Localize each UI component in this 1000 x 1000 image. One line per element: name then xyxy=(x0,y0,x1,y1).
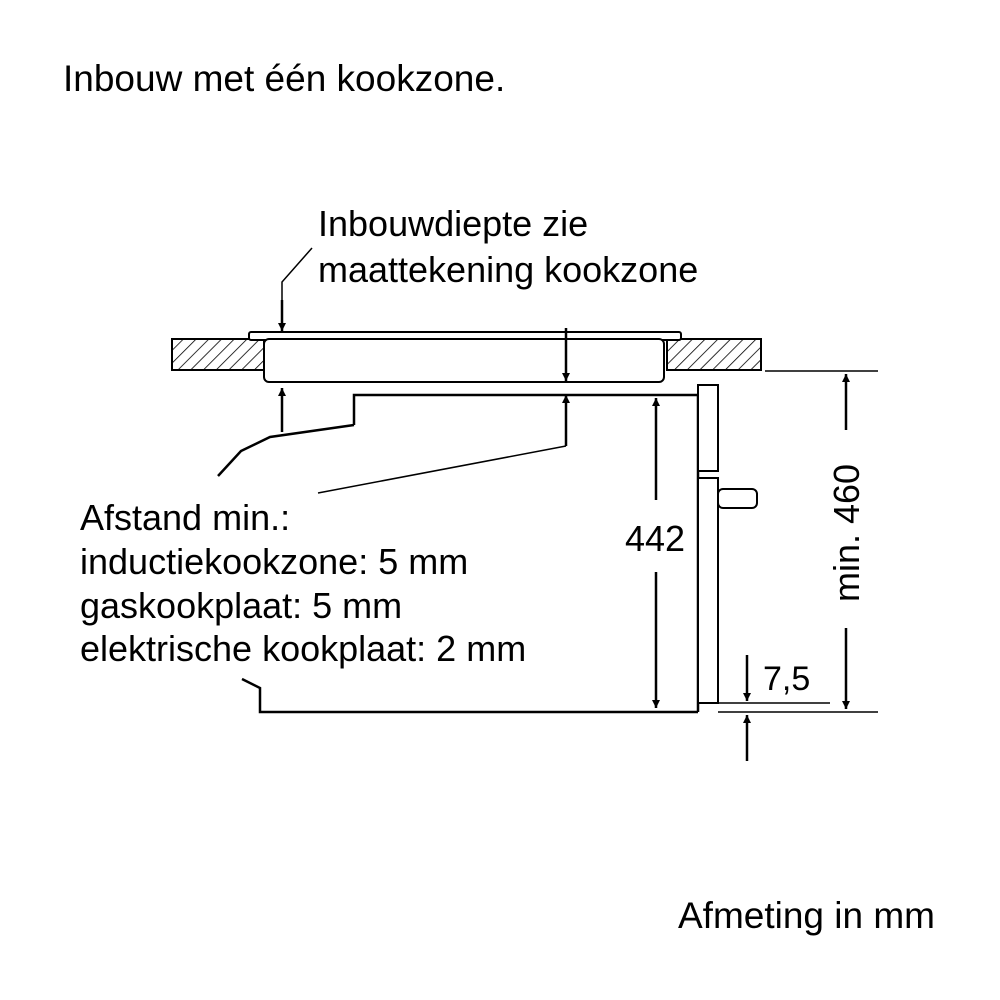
distance-note-leader xyxy=(317,445,567,494)
diagram-title: Inbouw met één kookzone. xyxy=(63,58,505,99)
gap-arrows xyxy=(278,328,570,446)
worktop-right xyxy=(666,338,762,371)
dimension-min-460-label: min. 460 xyxy=(826,464,867,602)
depth-note-leader xyxy=(278,247,313,331)
dimension-7-5-label: 7,5 xyxy=(763,660,810,698)
cooktop xyxy=(248,331,682,383)
unit-note: Afmeting in mm xyxy=(678,895,935,936)
distance-note-line4: elektrische kookplaat: 2 mm xyxy=(80,628,526,669)
dimension-min-460: min. 460 xyxy=(718,370,878,713)
depth-note-line2: maattekening kookzone xyxy=(318,249,698,290)
distance-note-line1: Afstand min.: xyxy=(80,497,290,538)
distance-note-line3: gaskookplaat: 5 mm xyxy=(80,585,402,626)
dimension-442: 442 xyxy=(625,398,685,708)
dimension-442-label: 442 xyxy=(625,518,685,559)
distance-note-line2: inductiekookzone: 5 mm xyxy=(80,541,468,582)
worktop-left xyxy=(171,338,265,371)
depth-note-line1: Inbouwdiepte zie xyxy=(318,203,588,244)
oven-body xyxy=(217,384,758,714)
dimension-7-5: 7,5 xyxy=(718,655,830,761)
